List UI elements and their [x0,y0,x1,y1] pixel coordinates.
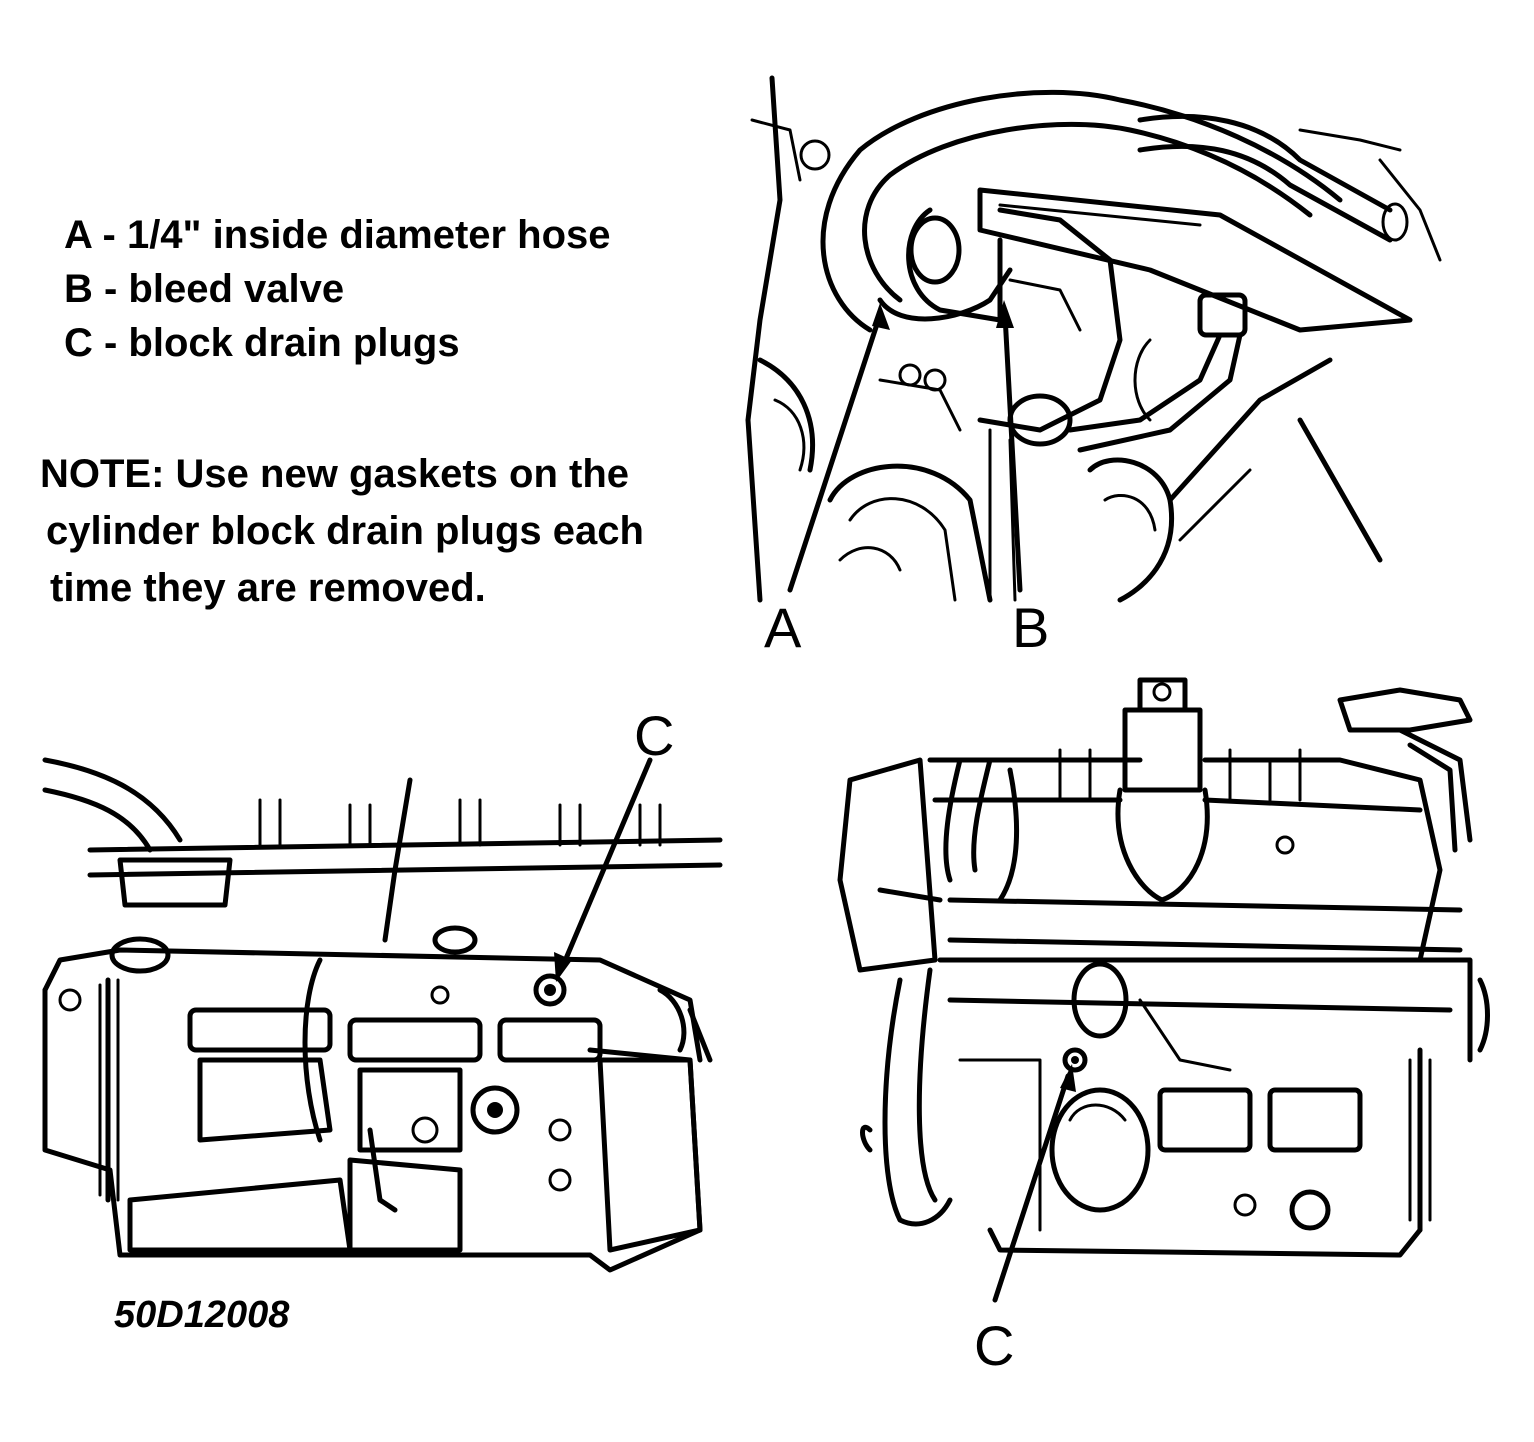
engine-side-view-drawing [42,757,723,1273]
callout-b: B [1012,596,1050,659]
legend-item-c: C - block drain plugs [64,321,460,365]
note-line-2: cylinder block drain plugs each [46,509,644,553]
bleed-valve-detail-drawing [745,75,1442,603]
note: NOTE: Use new gaskets on the cylinder bl… [40,446,644,617]
note-line-1: NOTE: Use new gaskets on the [40,452,630,496]
legend: A - 1/4" inside diameter hose B - bleed … [64,208,611,370]
legend-item-b: B - bleed valve [64,267,345,311]
note-line-3: time they are removed. [50,566,486,610]
engine-front-view-drawing [837,677,1490,1303]
legend-item-a: A - 1/4" inside diameter hose [64,213,611,257]
figure-id: 50D12008 [114,1294,290,1336]
callout-c-right: C [974,1314,1015,1377]
callout-c-left: C [634,704,675,767]
callout-a: A [764,596,802,659]
